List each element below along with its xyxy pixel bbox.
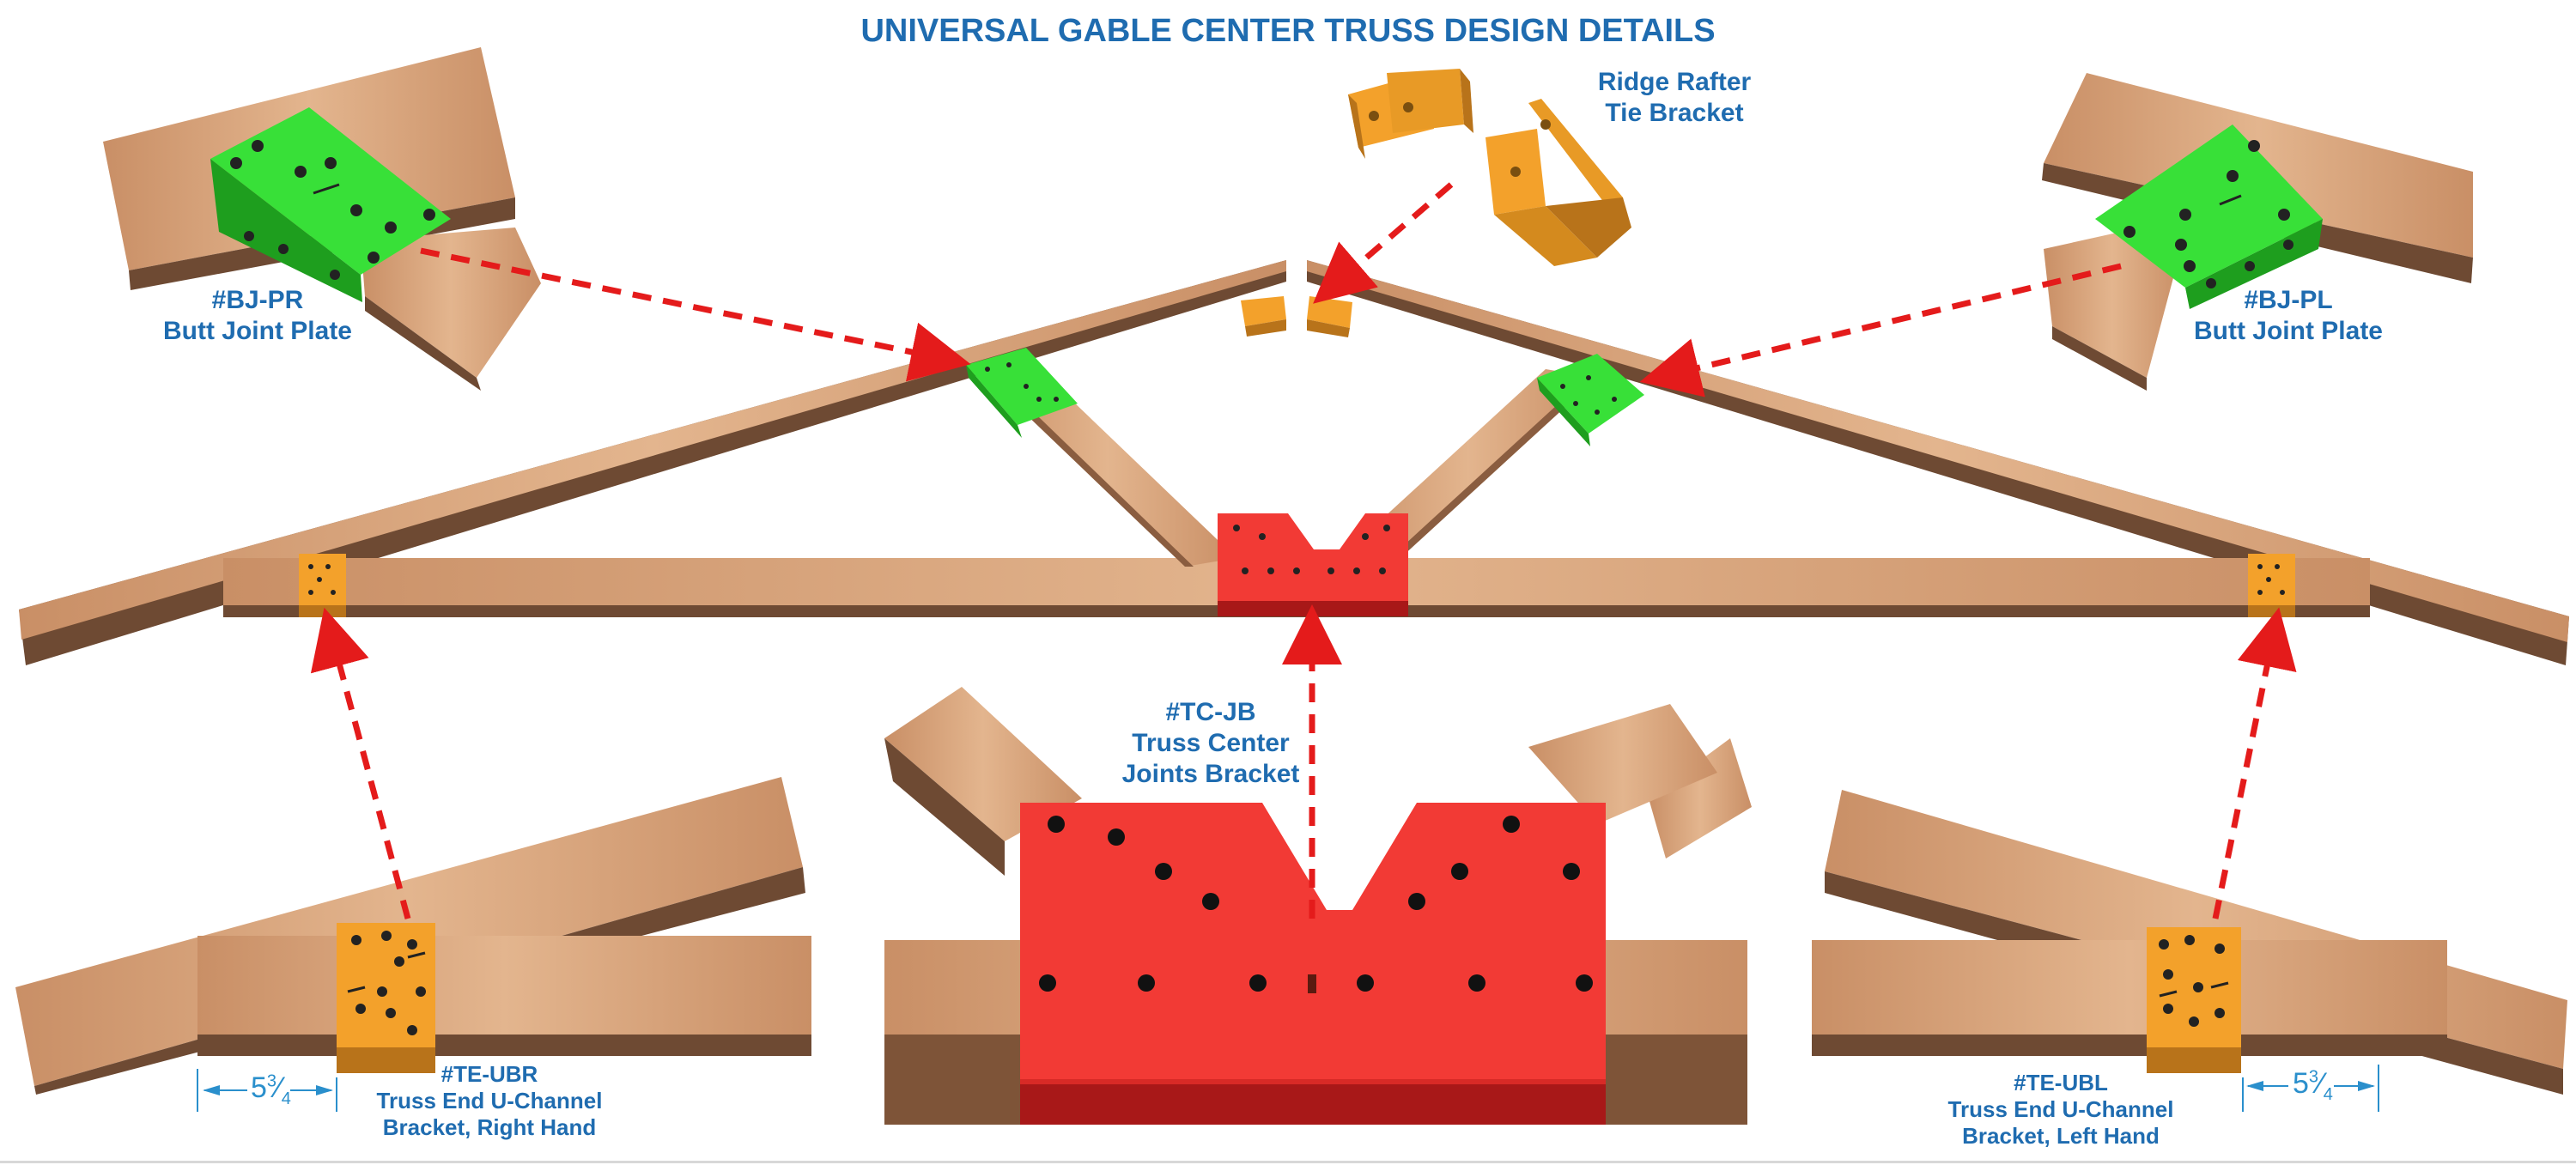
bj-pr-label: #BJ-PR Butt Joint Plate bbox=[129, 285, 386, 347]
te-ubl-label-line1: #TE-UBL bbox=[2014, 1070, 2108, 1095]
dimension-left-denominator: 4 bbox=[281, 1089, 291, 1108]
bj-pr-label-line1: #BJ-PR bbox=[211, 286, 304, 314]
bj-pr-detail bbox=[103, 47, 541, 391]
dimension-left-whole: 5 bbox=[251, 1071, 267, 1104]
te-ubl-label: #TE-UBL Truss End U-Channel Bracket, Lef… bbox=[1923, 1070, 2198, 1150]
main-truss bbox=[19, 260, 2569, 665]
dimension-right-denominator: 4 bbox=[2323, 1084, 2333, 1104]
tc-jb-label-line1: #TC-JB bbox=[1165, 698, 1256, 726]
te-ubr-detail bbox=[15, 777, 811, 1095]
dimension-left-value: 53⁄4 bbox=[251, 1071, 291, 1108]
te-ubl-label-line3: Bracket, Left Hand bbox=[1962, 1123, 2160, 1150]
tc-jb-bracket-small bbox=[1218, 513, 1408, 616]
tc-jb-label: #TC-JB Truss Center Joints Bracket bbox=[1082, 697, 1340, 790]
dashed-arrows bbox=[310, 182, 2297, 919]
te-ubr-label-line3: Bracket, Right Hand bbox=[382, 1114, 597, 1141]
tc-jb-label-line3: Joints Bracket bbox=[1121, 760, 1300, 788]
bj-pl-label-line1: #BJ-PL bbox=[2244, 286, 2333, 314]
dimension-left bbox=[197, 1069, 337, 1112]
te-ubr-label-line2: Truss End U-Channel bbox=[376, 1088, 603, 1114]
bj-pl-plate-small bbox=[1537, 354, 1644, 446]
bj-pr-label-line2: Butt Joint Plate bbox=[162, 317, 352, 345]
ridge-label: Ridge Rafter Tie Bracket bbox=[1546, 67, 1803, 129]
te-ubr-label: #TE-UBR Truss End U-Channel Bracket, Rig… bbox=[352, 1061, 627, 1142]
dimension-left-numerator: 3 bbox=[266, 1071, 277, 1091]
te-ubr-bracket-small bbox=[299, 554, 346, 617]
tc-jb-detail bbox=[884, 687, 1752, 1125]
dimension-right-whole: 5 bbox=[2293, 1067, 2309, 1100]
arrow-te-ubr bbox=[310, 607, 411, 919]
bottom-border bbox=[0, 1161, 2576, 1163]
diagram-title: UNIVERSAL GABLE CENTER TRUSS DESIGN DETA… bbox=[860, 13, 1716, 49]
te-ubr-label-line1: #TE-UBR bbox=[440, 1061, 538, 1087]
ridge-label-line1: Ridge Rafter bbox=[1597, 68, 1752, 96]
dimension-right-numerator: 3 bbox=[2308, 1067, 2319, 1087]
bj-pl-detail bbox=[2042, 73, 2473, 391]
dimension-right bbox=[2242, 1065, 2379, 1112]
te-ubl-bracket-small bbox=[2248, 554, 2295, 617]
dimension-right-value: 53⁄4 bbox=[2293, 1067, 2333, 1104]
arrow-ridge bbox=[1313, 182, 1454, 304]
bj-pl-label-line2: Butt Joint Plate bbox=[2193, 317, 2383, 345]
tc-jb-label-line2: Truss Center bbox=[1132, 729, 1290, 757]
te-ubl-label-line2: Truss End U-Channel bbox=[1947, 1096, 2174, 1123]
ridge-label-line2: Tie Bracket bbox=[1605, 99, 1744, 127]
te-ubl-detail bbox=[1812, 790, 2567, 1095]
ridge-bracket-detail bbox=[1348, 69, 1631, 266]
arrow-bj-pl bbox=[1639, 263, 2122, 397]
bj-pr-plate-small bbox=[966, 348, 1078, 438]
bj-pl-label: #BJ-PL Butt Joint Plate bbox=[2160, 285, 2417, 347]
arrow-te-ubl bbox=[2212, 607, 2297, 919]
ridge-bracket-small bbox=[1241, 296, 1352, 337]
